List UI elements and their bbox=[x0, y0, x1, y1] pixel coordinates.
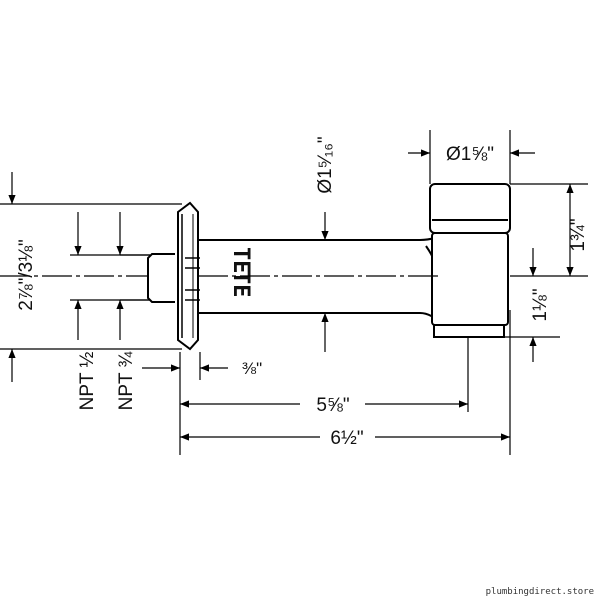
outlet-height-label: 1¾" bbox=[568, 218, 589, 251]
npt-half-label: NPT ½ bbox=[77, 351, 98, 410]
thread-stub bbox=[147, 253, 175, 303]
overall-length-label: 6½" bbox=[330, 428, 363, 449]
upper-marking: TE bbox=[228, 247, 253, 274]
spout-body-bottom bbox=[195, 312, 439, 323]
part-outline bbox=[147, 183, 511, 351]
flange-height-label: 2⅞"/3⅛" bbox=[16, 239, 37, 311]
outlet-cap bbox=[429, 183, 511, 234]
lower-marking: TE bbox=[228, 271, 253, 298]
wall-flange bbox=[177, 201, 199, 351]
length-to-outlet-label: 5⅝" bbox=[316, 395, 349, 416]
dimension-arrows bbox=[8, 149, 574, 441]
extension-lines bbox=[0, 130, 588, 455]
flange-thickness-label: ⅜" bbox=[242, 359, 262, 378]
outlet-offset-label: 1⅛" bbox=[530, 288, 551, 321]
outlet-aerator bbox=[433, 324, 505, 338]
thread-markings bbox=[185, 257, 200, 301]
spout-diameter-label: Ø1⁵⁄₁₆" bbox=[315, 136, 336, 193]
watermark: plumbingdirect.store bbox=[486, 587, 594, 597]
outlet-body bbox=[431, 232, 509, 326]
spout-body bbox=[195, 233, 443, 241]
outlet-diameter-label: Ø1⅝" bbox=[446, 144, 494, 165]
npt-three-quarter-label: NPT ¾ bbox=[116, 350, 137, 410]
